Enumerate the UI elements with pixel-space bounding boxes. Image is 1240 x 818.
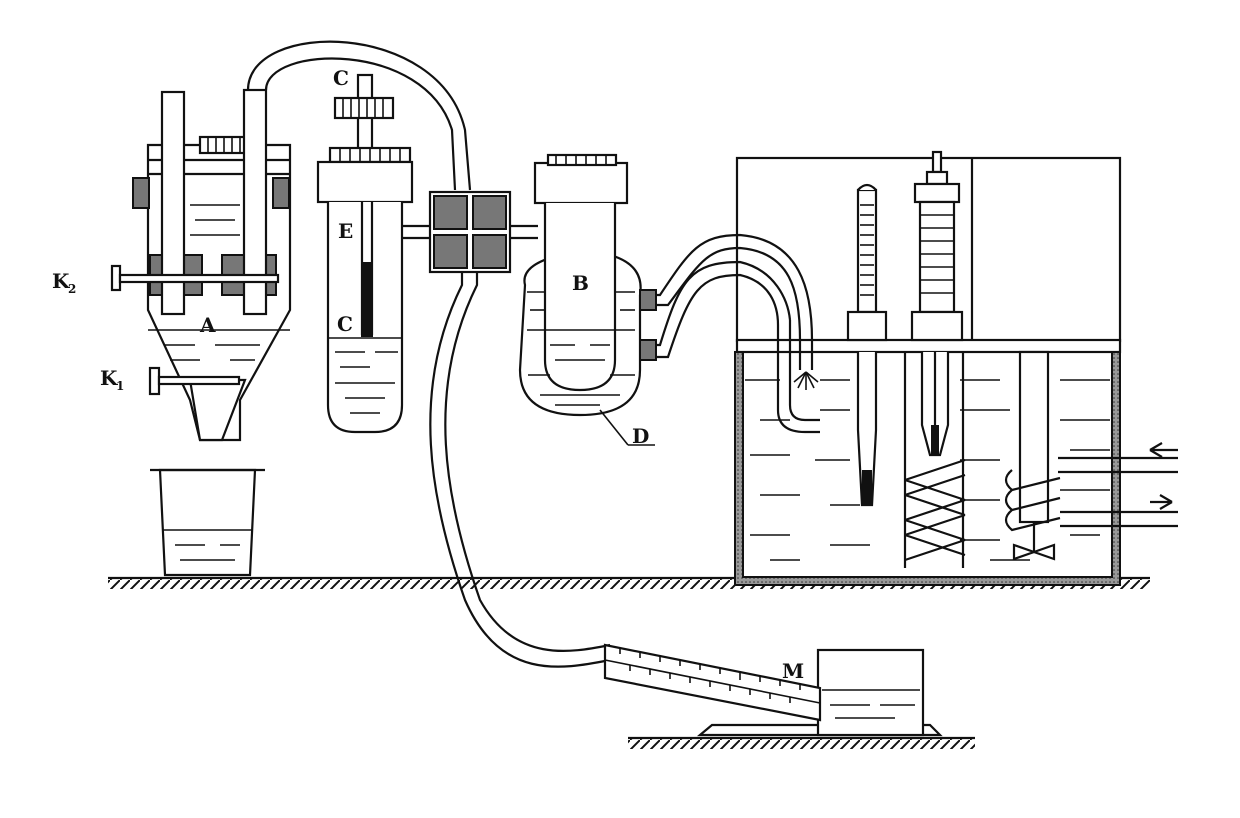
- lower-floor: [628, 736, 975, 749]
- stopcock-k1: [148, 366, 241, 396]
- stirrer: [1004, 350, 1061, 561]
- label-m: M: [782, 659, 804, 683]
- label-c-bottom: C: [337, 312, 353, 336]
- vessel-b: [518, 153, 655, 446]
- tube-c: [316, 73, 414, 434]
- cooling-lines: [1058, 442, 1178, 528]
- contact-thermometer: [910, 150, 964, 457]
- top-hose: [246, 40, 472, 191]
- label-c-top: C: [333, 66, 349, 90]
- collection-beaker: [150, 468, 265, 577]
- thermometer: [846, 183, 888, 507]
- cross-valve: [402, 190, 538, 274]
- label-k1-subscript: 1: [116, 379, 124, 393]
- label-k2: K: [52, 269, 70, 293]
- bath-tank: [734, 156, 1122, 586]
- heater-coil: [903, 352, 966, 568]
- label-e: E: [338, 219, 353, 243]
- label-b: B: [572, 271, 589, 295]
- long-hose: [429, 272, 611, 668]
- label-a: A: [199, 313, 216, 337]
- stopcock-k2: [110, 264, 280, 292]
- manometer: [603, 643, 943, 737]
- label-k2-subscript: 2: [68, 282, 76, 296]
- vessel-a: [132, 88, 292, 442]
- circulation-tubes: [639, 233, 820, 434]
- label-k1: K: [100, 366, 118, 390]
- label-d: D: [632, 424, 649, 448]
